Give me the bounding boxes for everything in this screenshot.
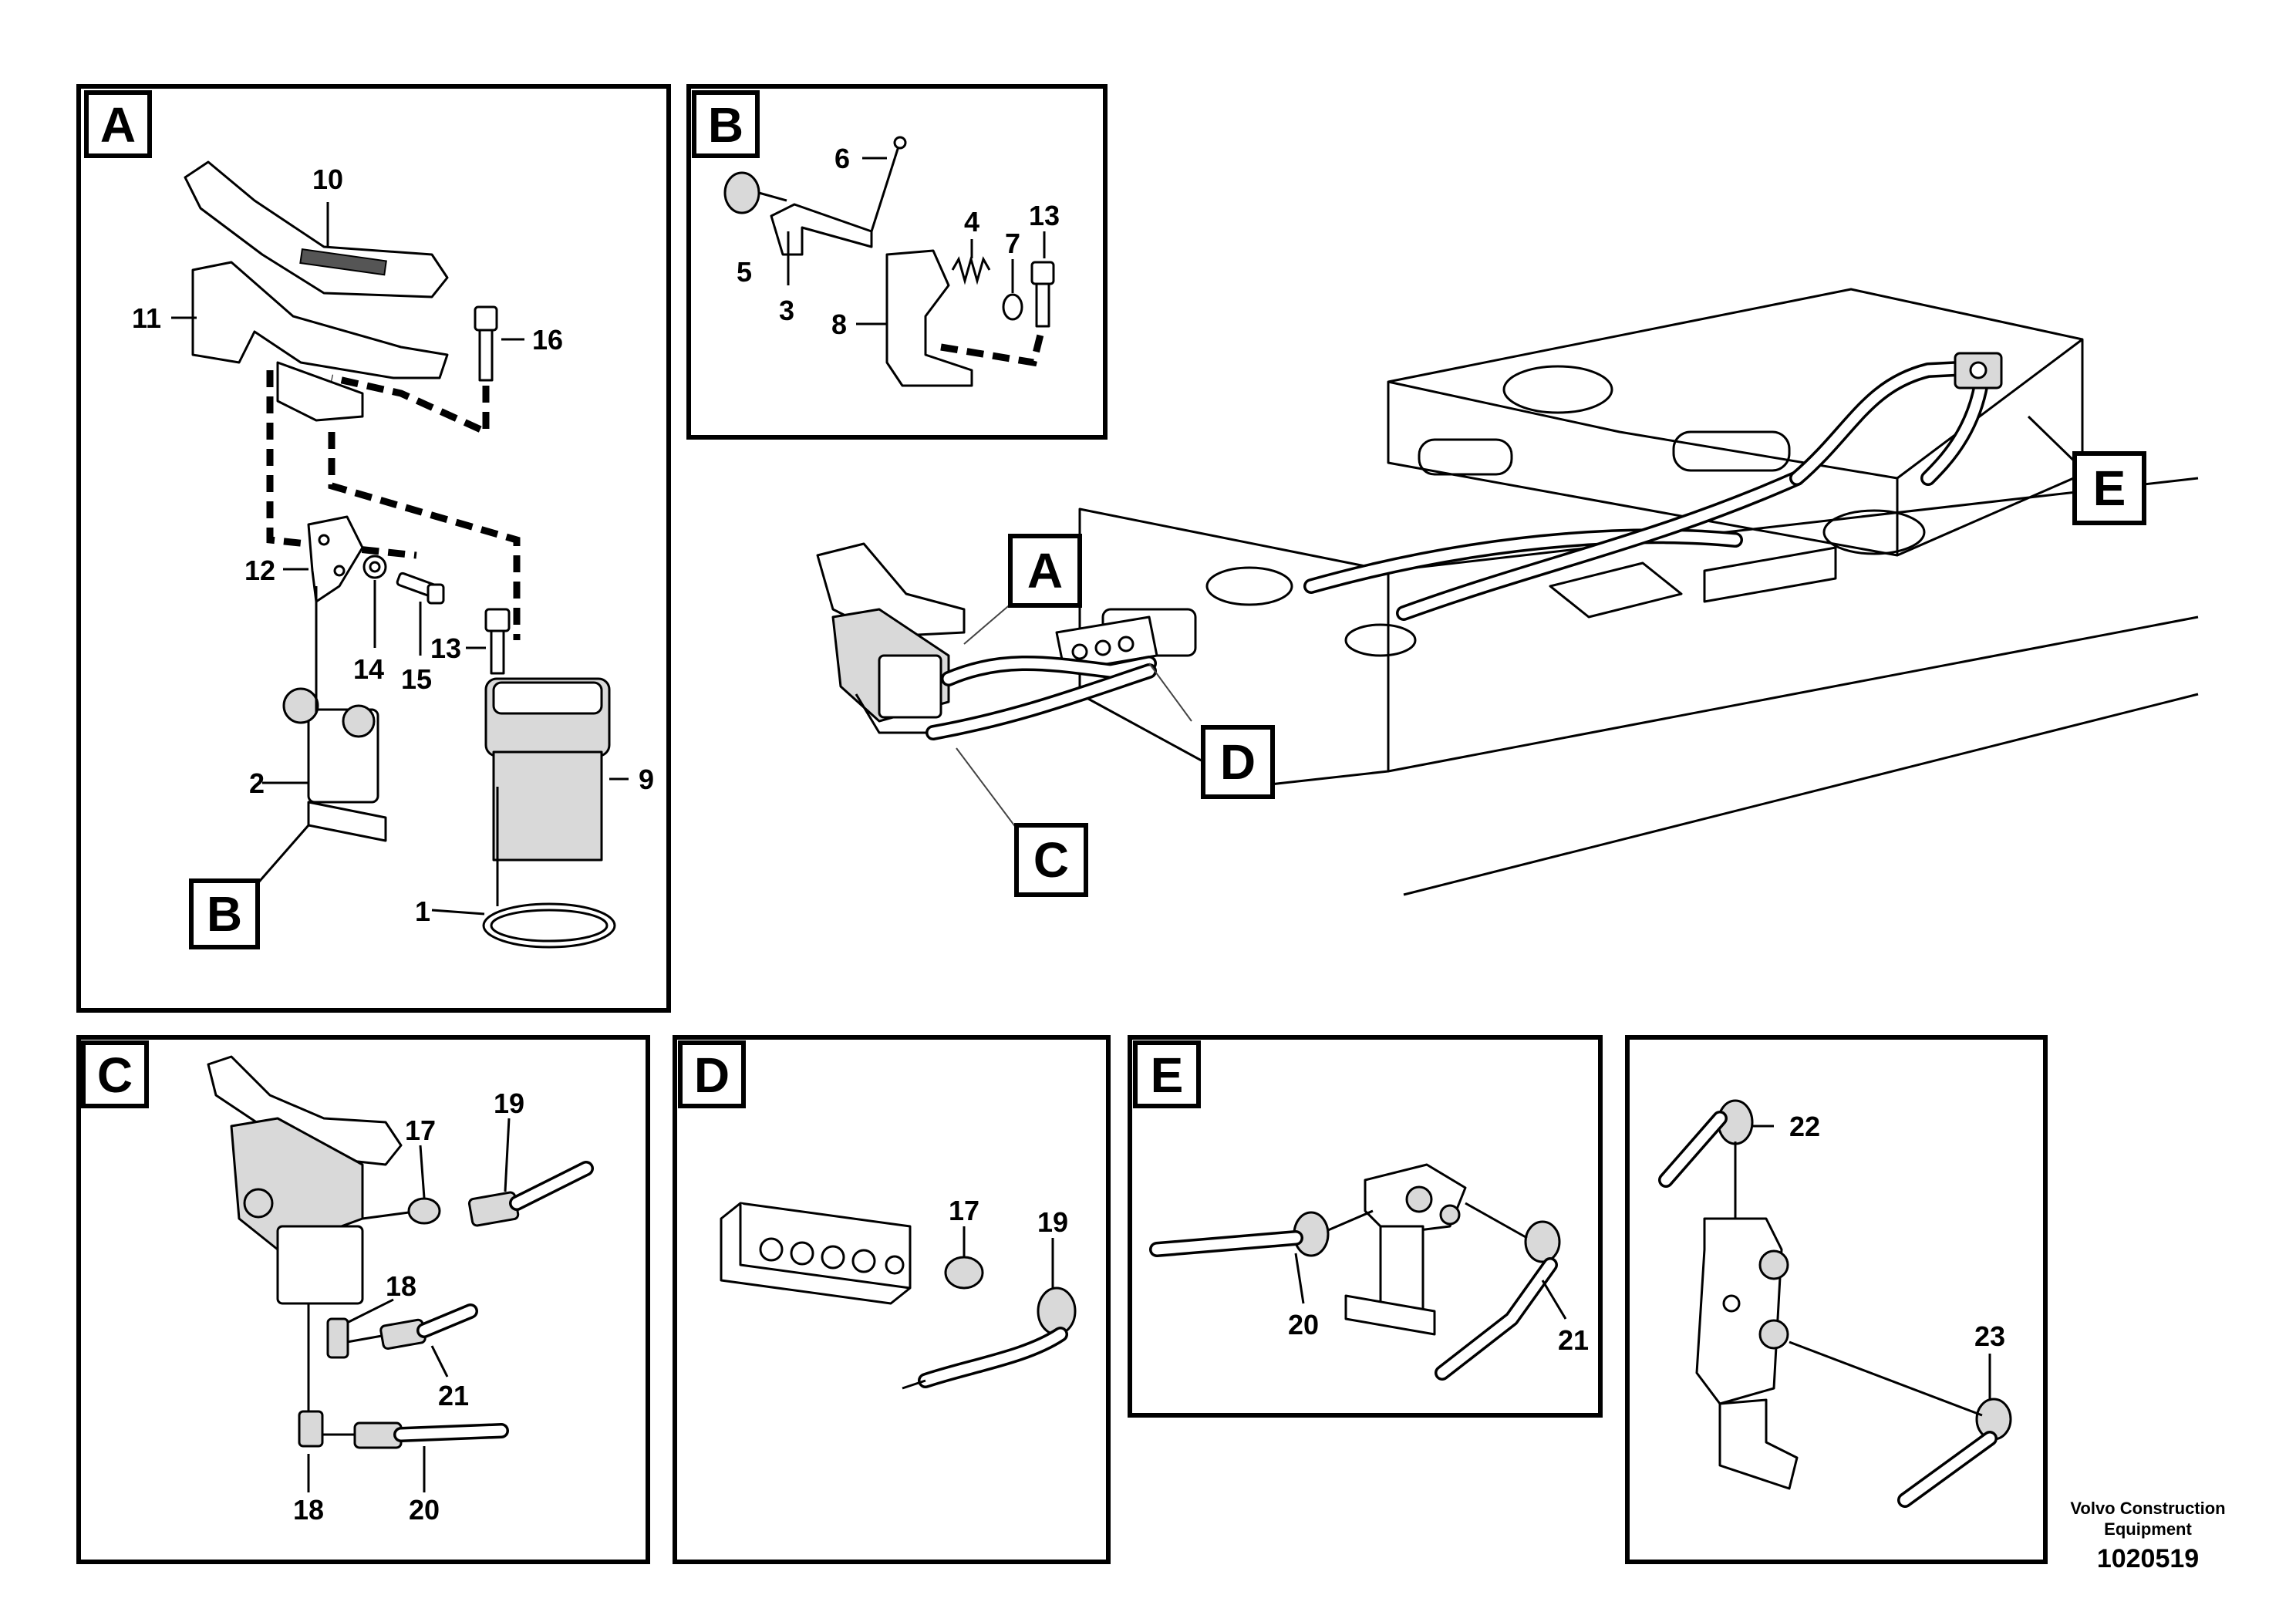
callout-d-19: 19 [1037,1206,1068,1238]
callout-a-10: 10 [312,164,343,195]
valve-block-icon [1695,1217,1783,1405]
callout-b-6: 6 [834,143,850,174]
callout-b-7: 7 [1005,228,1020,259]
panel-c: C 17 19 18 21 18 20 [76,1035,650,1564]
lever-icon [770,203,873,256]
knob-icon [723,171,760,214]
callout-a-16: 16 [532,324,563,356]
callout-a-9: 9 [639,764,654,795]
callout-f-22: 22 [1789,1111,1820,1142]
panel-b-tag: B [708,97,743,153]
overview-tag-e-label: E [2093,460,2126,516]
callout-a-2: 2 [249,767,265,799]
callout-a-14: 14 [353,653,384,685]
callout-b-8: 8 [831,309,847,340]
callout-b-13: 13 [1029,200,1060,231]
company-name-line1: Volvo Construction [2070,1499,2225,1518]
overview-illustration: A C D E [816,288,2199,897]
overview-tag-c-label: C [1033,832,1069,888]
callout-b-3: 3 [779,295,794,326]
overview-tag-e: E [2072,451,2146,525]
undercarriage-frame [816,288,2199,896]
overview-tag-d-label: D [1220,734,1256,790]
callout-e-21: 21 [1558,1324,1589,1356]
panel-b: B 6 5 3 4 7 13 8 [686,84,1108,440]
callout-c-18a: 18 [386,1270,416,1302]
callout-b-4: 4 [964,206,979,238]
panel-f: 22 23 [1625,1035,2048,1564]
callout-c-21: 21 [438,1380,469,1411]
callout-c-19: 19 [494,1088,524,1119]
callout-c-18b: 18 [293,1494,324,1526]
callout-c-20: 20 [409,1494,440,1526]
panel-a-tag: A [100,97,136,153]
callout-d-17: 17 [949,1195,979,1226]
pedal-bracket-icon [191,261,449,379]
callout-a-11: 11 [132,302,161,334]
panel-e-tag: E [1151,1047,1184,1103]
panel-e: E 20 21 [1128,1035,1603,1418]
callout-c-17: 17 [405,1114,436,1146]
spring-icon [951,255,991,285]
fitting-17-icon [944,1256,984,1290]
callout-b-5: 5 [737,256,752,288]
panel-c-tag: C [97,1047,133,1103]
overview-tag-d: D [1201,725,1275,799]
panel-d: D 17 19 [673,1035,1111,1564]
panel-a: A [76,84,671,1013]
footer: Volvo Construction Equipment 1020519 [2070,1499,2225,1573]
callout-a-1: 1 [415,895,430,927]
overview-tag-a-label: A [1027,543,1063,599]
panel-a-subtag-b: B [207,886,242,942]
overview-tag-a: A [1008,534,1082,608]
drawing-number: 1020519 [2097,1544,2199,1573]
callout-f-23: 23 [1974,1320,2005,1352]
callout-e-20: 20 [1288,1309,1319,1340]
panel-d-tag: D [694,1047,730,1103]
overview-tag-c: C [1014,823,1088,897]
callout-a-15: 15 [401,663,432,695]
callout-a-12: 12 [244,555,275,586]
callout-a-13: 13 [430,632,461,664]
bracket-8-icon [885,249,973,387]
company-name-line2: Equipment [2104,1519,2192,1539]
